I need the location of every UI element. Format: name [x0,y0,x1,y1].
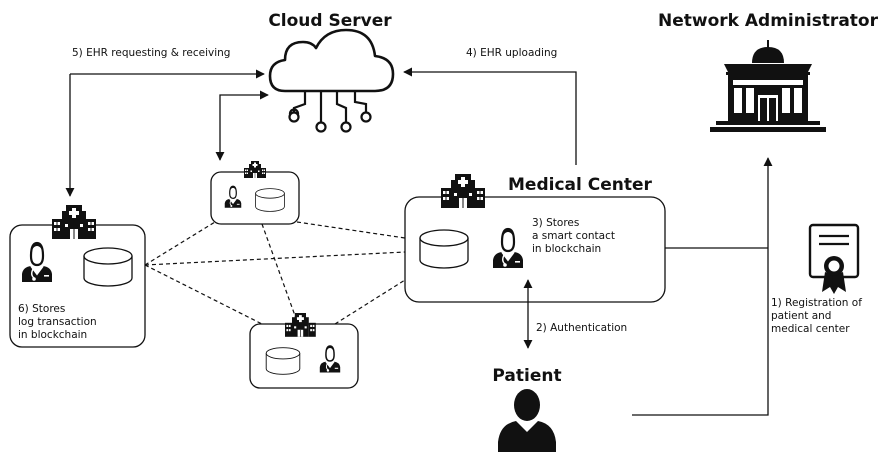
step5-label: 5) EHR requesting & receiving [72,47,230,59]
step6-label-line1: 6) Stores [18,303,65,315]
step1-label-line2: patient and [771,310,831,322]
step3-label-line2: a smart contact [532,230,615,242]
cloud-server-title: Cloud Server [268,11,392,31]
node-box-top [210,171,300,225]
network-admin-title: Network Administrator [658,11,878,31]
step4-label: 4) EHR uploading [466,47,557,59]
hospital-icon [285,313,316,337]
database-icon [265,347,301,375]
arrow-registration [632,157,773,416]
government-building-icon [710,40,826,132]
step6-label-line3: in blockchain [18,329,87,341]
arrow-cloud-top-node [215,90,269,161]
medical-center-box [404,196,666,303]
database-icon [419,229,469,269]
cloud-network-icon [268,28,395,133]
step3-label-line1: 3) Stores [532,217,579,229]
doctor-icon [491,227,525,270]
person-icon [498,389,556,452]
hospital-icon [441,174,485,208]
step3-label-line3: in blockchain [532,243,601,255]
patient-title: Patient [492,366,561,386]
doctor-icon [20,241,54,284]
database-icon [83,247,133,287]
certificate-icon [808,223,860,294]
database-icon [255,188,285,212]
medical-center-title: Medical Center [508,175,653,195]
step2-label: 2) Authentication [536,322,627,334]
step1-label-line1: 1) Registration of [771,297,862,309]
peer-connections [144,221,406,325]
step1-label-line3: medical center [771,323,850,335]
hospital-icon [52,205,96,239]
doctor-icon [224,185,242,209]
hospital-icon [244,161,266,178]
step6-label-line2: log transaction [18,316,97,328]
arrow-ehr-upload [403,67,577,165]
doctor-icon [319,345,341,374]
